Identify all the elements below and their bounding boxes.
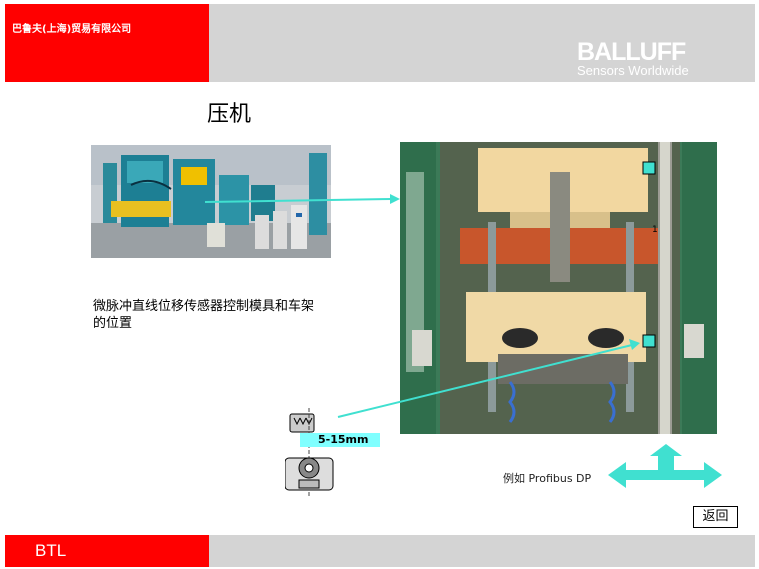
bidirectional-arrow-icon [608,444,722,488]
footer-gray-bar [209,535,755,567]
company-name: 巴鲁夫(上海)贸易有限公司 [12,24,132,35]
fieldbus-label: 例如 Profibus DP [503,472,592,485]
press-closeup-photo: 1 [400,142,717,434]
balluff-logo: BALLUFF [577,38,686,66]
sensor-schematic-icon [285,408,334,498]
page-title: 压机 [207,102,252,127]
footer-red-bar [5,535,209,567]
logo-tagline: Sensors Worldwide [577,63,689,78]
header-gray-bar [209,4,755,82]
press-marker-label: 1 [652,225,658,235]
back-button[interactable]: 返回 [693,506,738,528]
footer-label: BTL [35,541,67,560]
stroke-range-label-front: 5-15mm [318,433,369,446]
sensor-caption: 微脉冲直线位移传感器控制模具和车架的位置 [93,299,315,331]
machine-overview-photo [91,145,331,258]
header-red-bar [5,4,209,82]
